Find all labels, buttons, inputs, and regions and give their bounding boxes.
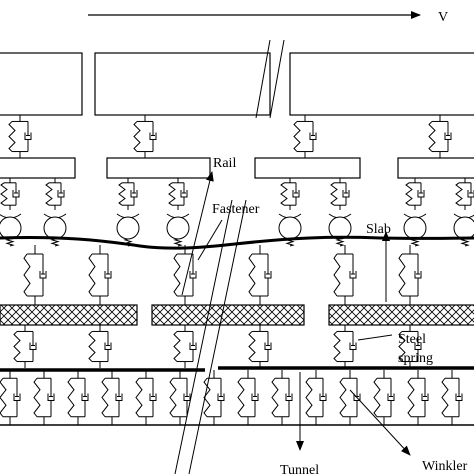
winkler-spring-13 (407, 370, 429, 425)
primary-suspension-8 (455, 178, 474, 210)
winkler-spring-10 (305, 370, 327, 425)
wheel-1 (0, 213, 22, 247)
wheel-contact-spring-8 (460, 238, 470, 247)
leader-arrows (181, 171, 411, 456)
wheel-contact-spring-7 (410, 238, 420, 247)
wheel-contact-spring-1 (5, 238, 15, 247)
winkler-foundation (0, 370, 463, 425)
steel-spring-5 (333, 325, 357, 368)
fastener-leader (197, 219, 223, 261)
winkler-spring-7 (203, 370, 225, 425)
winkler-spring-11 (339, 370, 361, 425)
labels: Rail Fastener Slab Steel spring Tunnel W… (212, 156, 468, 474)
secondary-suspension-1 (8, 115, 32, 158)
rail-label: Rail (213, 156, 236, 171)
fastener-3 (173, 245, 197, 305)
slab-1 (0, 304, 138, 326)
fastener-4 (248, 245, 272, 305)
car-body-1 (0, 52, 83, 116)
fastener-6 (398, 245, 422, 305)
car-body-2 (94, 52, 271, 116)
winkler-spring-14 (441, 370, 463, 425)
secondary-suspension-4 (428, 115, 452, 158)
winkler-leader (349, 389, 411, 456)
fastener-1 (23, 245, 47, 305)
rail-leader (181, 171, 214, 296)
winkler-spring-9 (271, 370, 293, 425)
steel-spring-6 (398, 325, 422, 368)
slab-2 (151, 304, 305, 326)
wheel-contact-spring-2 (50, 238, 60, 247)
primary-suspension-2 (45, 178, 65, 210)
secondary-suspensions (8, 115, 452, 158)
steel-spring-1 (13, 325, 37, 368)
wheel-2 (43, 213, 67, 247)
fastener-5 (333, 245, 357, 305)
steel-spring-3 (173, 325, 197, 368)
fasteners (23, 245, 422, 305)
winkler-spring-4 (101, 370, 123, 425)
bogie-frame-1 (0, 157, 76, 179)
wheel-contact-spring-6 (335, 238, 345, 247)
wheel-7 (403, 213, 427, 247)
slab-3 (328, 304, 474, 326)
car-bodies (0, 52, 474, 116)
primary-suspension-4 (168, 178, 188, 210)
primary-suspension-5 (280, 178, 300, 210)
wheel-6 (328, 213, 352, 247)
velocity-label: V (438, 10, 448, 25)
winkler-spring-3 (67, 370, 89, 425)
winkler-spring-8 (237, 370, 259, 425)
secondary-suspension-2 (133, 115, 157, 158)
bogie-frame-3 (254, 157, 361, 179)
primary-suspension-1 (0, 178, 20, 210)
slabs (0, 304, 474, 326)
car-body-3 (289, 52, 474, 116)
slab-label: Slab (366, 222, 391, 237)
wheel-8 (453, 213, 474, 247)
fastener-2 (88, 245, 112, 305)
steel-spring-4 (248, 325, 272, 368)
primary-suspension-7 (405, 178, 425, 210)
winkler-spring-12 (373, 370, 395, 425)
wheels (0, 213, 474, 247)
primary-suspension-3 (118, 178, 138, 210)
steel-springs (13, 325, 422, 368)
steel-spring-2 (88, 325, 112, 368)
bogie-frame-4 (397, 157, 474, 179)
fastener-label: Fastener (212, 202, 260, 217)
secondary-suspension-3 (293, 115, 317, 158)
primary-suspensions (0, 178, 474, 210)
winkler-spring-5 (135, 370, 157, 425)
wheel-3 (116, 213, 140, 247)
bogie-frame-2 (106, 157, 211, 179)
winkler-label: Winkler (422, 459, 468, 474)
tunnel-label: Tunnel (280, 463, 319, 474)
break-lines (174, 39, 285, 474)
rail-line (0, 235, 474, 250)
wheel-contact-spring-4 (173, 238, 183, 247)
primary-suspension-6 (330, 178, 350, 210)
winkler-spring-1 (0, 370, 21, 425)
winkler-spring-2 (33, 370, 55, 425)
steel-spring-label-line2: spring (398, 351, 433, 366)
wheel-4 (166, 213, 190, 247)
bogie-frames (0, 157, 474, 179)
steel-leader (357, 334, 393, 341)
steel-spring-label-line1: Steel (398, 332, 426, 347)
